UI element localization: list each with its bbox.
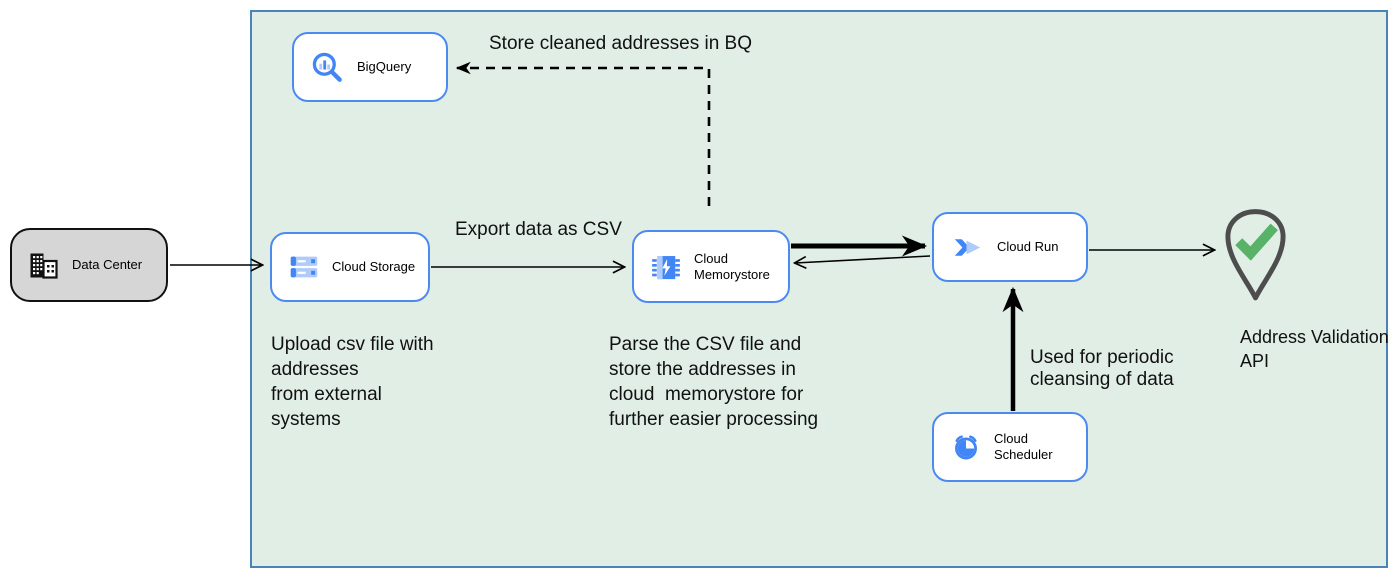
cloud-scheduler-icon — [955, 435, 977, 460]
node-label: Cloud Memorystore — [694, 250, 770, 282]
address-validation-api-label: Address Validation API — [1240, 327, 1389, 371]
node-label: Cloud Storage — [332, 259, 416, 274]
node-label: Data Center — [72, 257, 143, 272]
node-bigquery[interactable]: BigQuery — [292, 32, 448, 102]
memorystore-icon — [652, 255, 680, 279]
node-address-validation-api[interactable] — [1221, 207, 1290, 307]
edge-label-store-bq: Store cleaned addresses in BQ — [489, 33, 752, 54]
node-cloud-run[interactable]: Cloud Run — [932, 212, 1088, 282]
node-cloud-memorystore[interactable]: Cloud Memorystore — [632, 230, 790, 303]
edge-label-periodic-cleansing: Used for periodic cleansing of data — [1030, 347, 1174, 390]
bigquery-icon — [312, 52, 342, 82]
building-icon — [30, 253, 58, 279]
node-cloud-storage[interactable]: Cloud Storage — [270, 232, 430, 302]
checkmark-icon — [1235, 223, 1278, 261]
node-label: BigQuery — [357, 59, 412, 74]
node-label: Cloud Scheduler — [994, 431, 1053, 462]
location-pin-icon — [1225, 209, 1286, 301]
cloud-run-icon — [954, 238, 981, 256]
annotation-parse-csv: Parse the CSV file and store the address… — [609, 334, 819, 430]
node-data-center[interactable]: Data Center — [10, 228, 168, 302]
node-cloud-scheduler[interactable]: Cloud Scheduler — [932, 412, 1088, 482]
gcp-boundary-box — [250, 10, 1388, 568]
annotation-upload-csv: Upload csv file with addresses from exte… — [271, 334, 434, 430]
node-label: Cloud Run — [997, 239, 1059, 254]
edge-label-export-csv: Export data as CSV — [455, 219, 622, 240]
cloud-storage-icon — [290, 256, 318, 278]
